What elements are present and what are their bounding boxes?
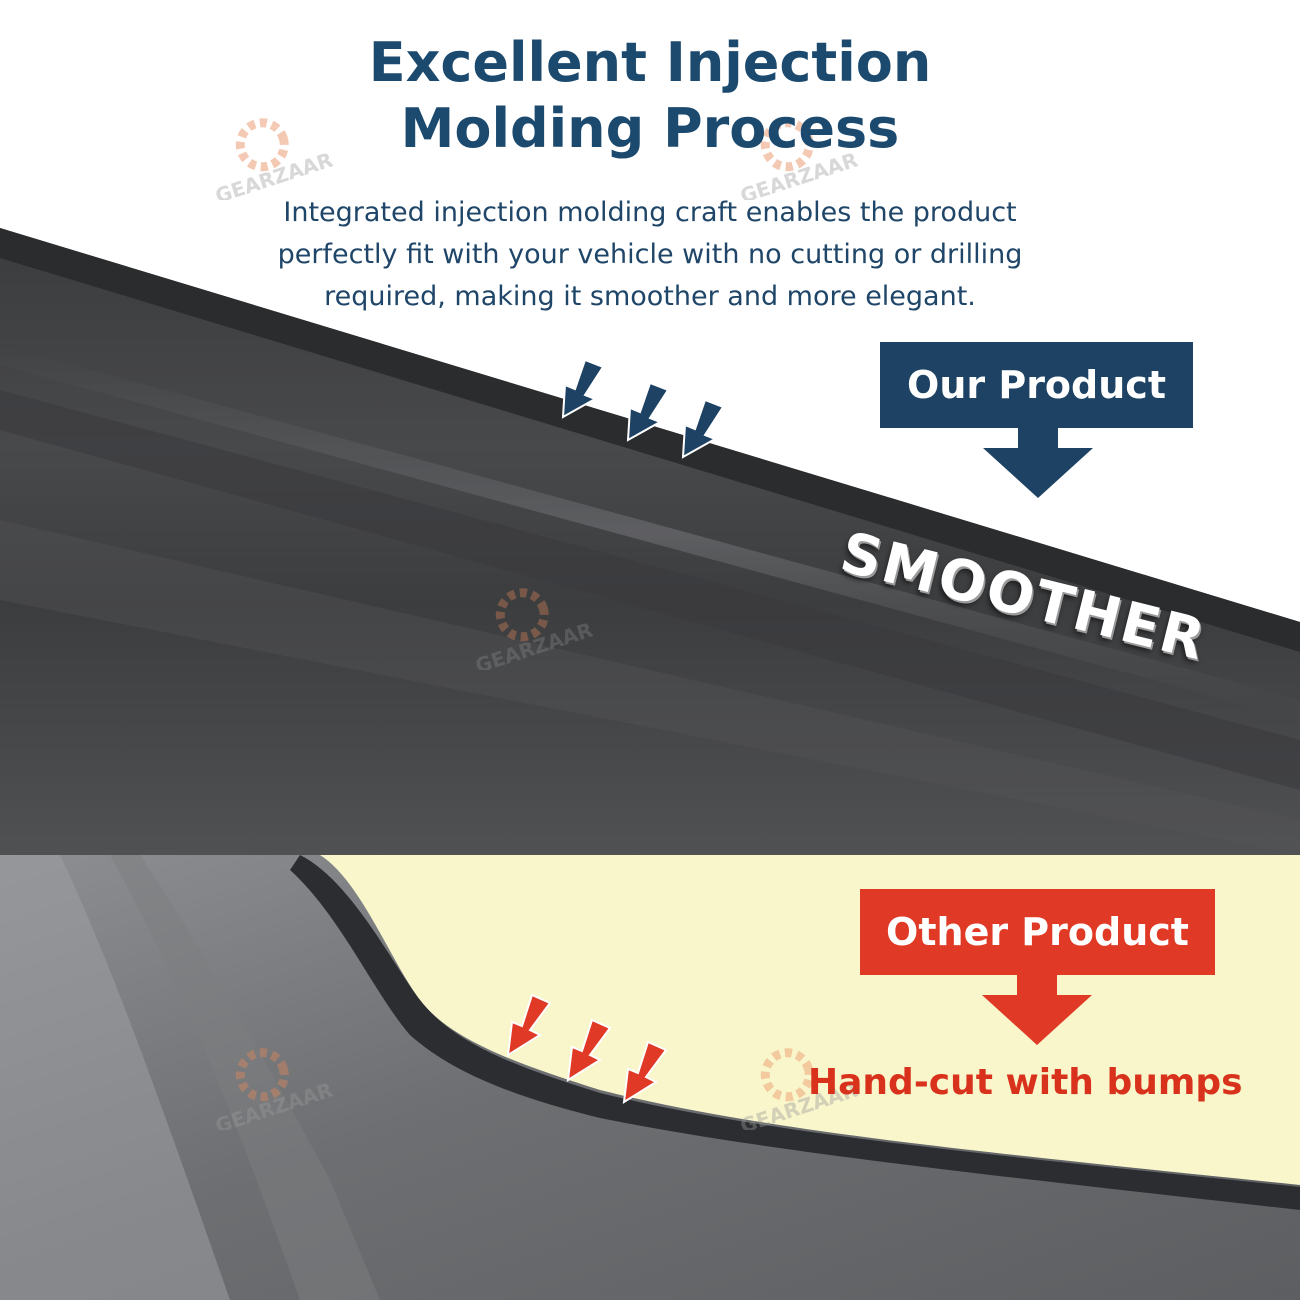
gearzaar-watermark: GEARZAAR (737, 118, 861, 200)
title-line-1: Excellent Injection (368, 31, 932, 94)
description-line-1: Integrated injection molding craft enabl… (283, 197, 1017, 228)
gearzaar-watermark: GEARZAAR (212, 1048, 336, 1130)
svg-text:GEARZAAR: GEARZAAR (472, 618, 595, 670)
description-text: Integrated injection molding craft enabl… (200, 192, 1100, 318)
description-line-3: required, making it smoother and more el… (324, 281, 976, 312)
other-product-label: Other Product (860, 889, 1215, 975)
gearzaar-watermark: GEARZAAR (737, 1048, 861, 1130)
our-product-label: Our Product (880, 342, 1193, 428)
page-title: Excellent Injection Molding Process (0, 30, 1300, 162)
gearzaar-watermark: GEARZAAR (472, 588, 596, 670)
description-line-2: perfectly fit with your vehicle with no … (277, 239, 1023, 270)
pointer-arrows-icon (561, 358, 725, 459)
down-arrow-icon (982, 975, 1092, 1045)
pointer-arrows-icon (506, 993, 668, 1104)
down-arrow-icon (983, 428, 1093, 498)
svg-text:GEARZAAR: GEARZAAR (212, 1078, 335, 1130)
title-line-2: Molding Process (400, 97, 900, 160)
hand-cut-caption: Hand-cut with bumps (808, 1062, 1243, 1103)
gearzaar-watermark: GEARZAAR (212, 118, 336, 200)
